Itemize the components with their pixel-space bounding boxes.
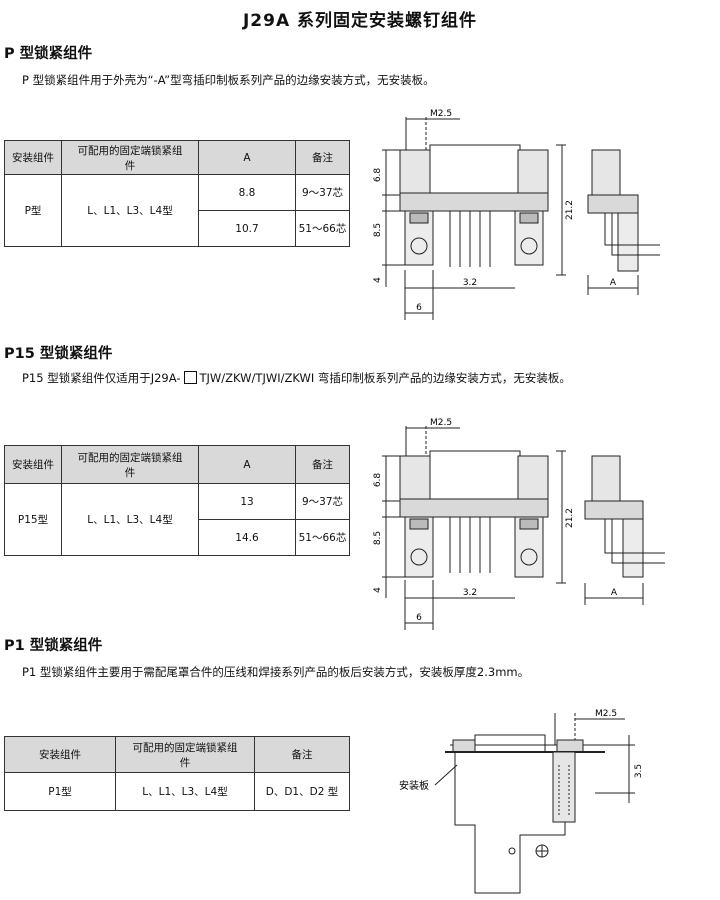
dim-d2: 8.5 — [373, 531, 383, 545]
table-cell-name: P15型 — [4, 483, 62, 556]
header-compatible: 可配用的固定端锁紧组件 — [61, 445, 199, 484]
checkbox-icon — [183, 371, 197, 384]
header-note: 备注 — [254, 736, 350, 773]
header-install: 安装组件 — [4, 445, 62, 484]
section-desc-p15: P15 型锁紧组件仅适用于J29A- TJW/ZKW/TJWI/ZKWI 弯插印制… — [22, 370, 571, 386]
table-cell-compatible: L、L1、L3、L4型 — [61, 174, 199, 247]
table-cell-a: 14.6 — [198, 519, 296, 556]
drawing-p15: M2.5 6.8 8.5 4 21.2 3.2 6 A — [373, 418, 665, 630]
dim-d1: 6.8 — [373, 473, 383, 488]
dim-d5: 3.2 — [463, 588, 477, 598]
header-install: 安装组件 — [4, 736, 116, 773]
table-cell-note: 9～37芯 — [295, 483, 350, 520]
section-heading-p15: P15 型锁紧组件 — [4, 346, 113, 362]
dim-d6: 6 — [416, 613, 422, 623]
table-cell-name: P1型 — [4, 772, 116, 811]
desc-pre: P15 型锁紧组件仅适用于J29A- — [22, 371, 181, 385]
drawing-p1: M2.5 3.5 安装板 — [399, 709, 644, 894]
dim-d4: 21.2 — [565, 508, 575, 528]
table-p1: 安装组件 可配用的固定端锁紧组件 备注 P1型 L、L1、L3、L4型 D、D1… — [4, 736, 350, 811]
dim-d3: 4 — [373, 587, 383, 593]
dim-m: M2.5 — [430, 418, 452, 428]
page-title: J29A 系列固定安装螺钉组件 — [242, 11, 478, 31]
table-cell-note: 51～66芯 — [295, 519, 350, 556]
table-cell-name: P型 — [4, 174, 62, 247]
label-mounting-plate: 安装板 — [399, 779, 429, 792]
dim-m: M2.5 — [595, 709, 617, 719]
section-desc-p: P 型锁紧组件用于外壳为“-A”型弯插印制板系列产品的边缘安装方式，无安装板。 — [22, 73, 435, 87]
table-p: 安装组件 可配用的固定端锁紧组件 A 备注 P型 L、L1、L3、L4型 8.8… — [4, 140, 350, 247]
table-cell-note: D、D1、D2 型 — [254, 772, 350, 811]
table-p15: 安装组件 可配用的固定端锁紧组件 A 备注 P15型 L、L1、L3、L4型 1… — [4, 445, 350, 556]
header-compatible: 可配用的固定端锁紧组件 — [115, 736, 255, 773]
dim-d1: 6.8 — [373, 168, 383, 183]
table-cell-a: 13 — [198, 483, 296, 520]
header-install: 安装组件 — [4, 140, 62, 175]
dim-a: A — [611, 588, 618, 598]
drawing-p: M2.5 6.8 8.5 4 21.2 3.2 6 A — [373, 109, 660, 320]
table-cell-note: 51～66芯 — [295, 210, 350, 247]
dim-a: A — [610, 278, 617, 288]
header-a: A — [198, 445, 296, 484]
header-compatible: 可配用的固定端锁紧组件 — [61, 140, 199, 175]
dim-d1: 3.5 — [634, 764, 644, 778]
dim-d5: 3.2 — [463, 278, 477, 288]
dim-d4: 21.2 — [565, 200, 575, 220]
header-note: 备注 — [295, 445, 350, 484]
desc-post: TJW/ZKW/TJWI/ZKWI 弯插印制板系列产品的边缘安装方式，无安装板。 — [199, 371, 571, 385]
table-cell-a: 10.7 — [198, 210, 296, 247]
table-cell-note: 9～37芯 — [295, 174, 350, 211]
header-note: 备注 — [295, 140, 350, 175]
section-heading-p1: P1 型锁紧组件 — [4, 638, 103, 654]
table-cell-compatible: L、L1、L3、L4型 — [61, 483, 199, 556]
header-a: A — [198, 140, 296, 175]
dim-m: M2.5 — [430, 109, 452, 119]
dim-d2: 8.5 — [373, 223, 383, 237]
table-cell-compatible: L、L1、L3、L4型 — [115, 772, 255, 811]
section-heading-p: P 型锁紧组件 — [4, 46, 93, 62]
table-cell-a: 8.8 — [198, 174, 296, 211]
dim-d3: 4 — [373, 277, 383, 283]
section-desc-p1: P1 型锁紧组件主要用于需配尾罩合件的压线和焊接系列产品的板后安装方式，安装板厚… — [22, 665, 530, 679]
dim-d6: 6 — [416, 303, 422, 313]
